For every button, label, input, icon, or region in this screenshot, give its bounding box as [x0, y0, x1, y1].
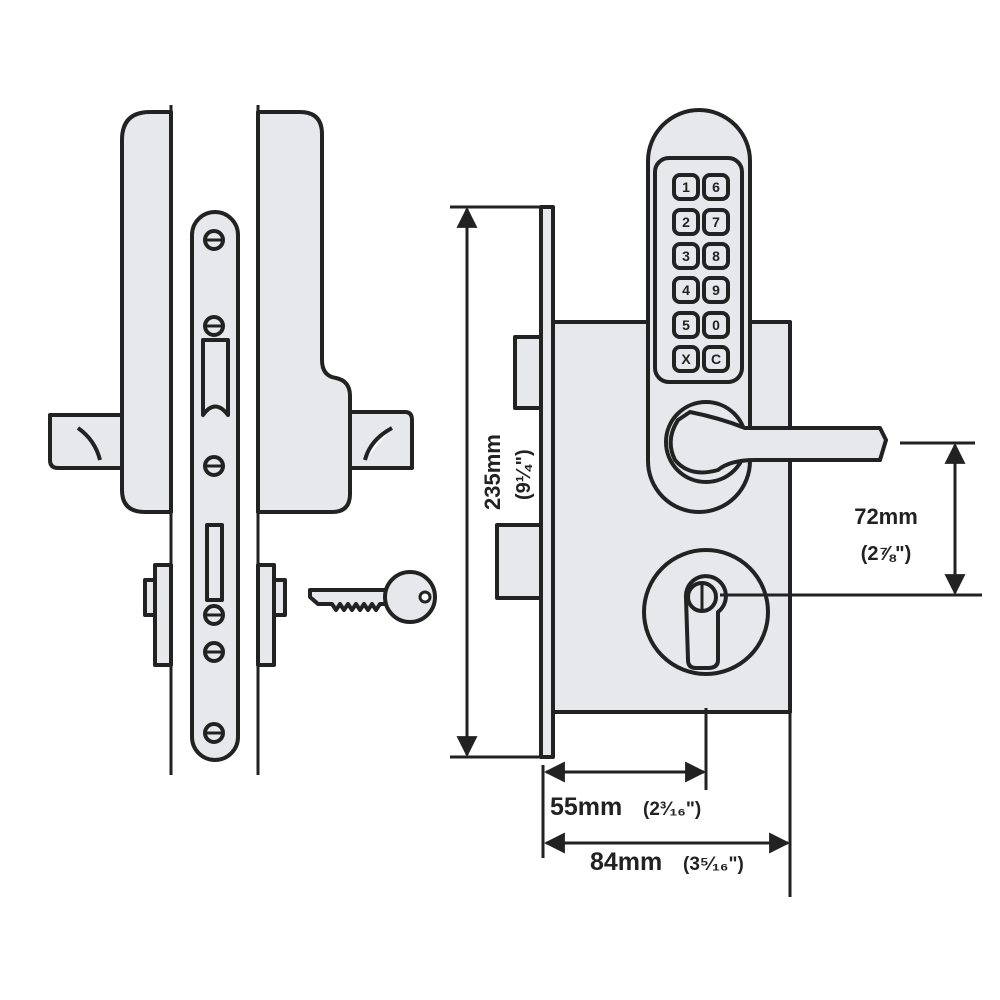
height-mm-label: 235mm — [480, 434, 505, 510]
screw-icon — [203, 722, 225, 744]
keypad-key: 0 — [702, 311, 730, 339]
backset-mm-label: 55mm — [550, 793, 622, 821]
lever-to-cylinder-mm-label: 72mm — [854, 504, 918, 529]
faceplate — [190, 210, 240, 762]
keypad-key-label: 4 — [682, 282, 690, 298]
keypad-key: 3 — [672, 242, 700, 270]
latch-bolt — [201, 338, 230, 417]
screw-icon — [203, 455, 225, 477]
keypad-key: 6 — [702, 173, 730, 201]
keypad-key: 1 — [672, 173, 700, 201]
keypad-key: 5 — [672, 311, 700, 339]
screw-icon — [203, 315, 225, 337]
keypad-key: C — [702, 345, 730, 373]
right-lever — [348, 410, 414, 470]
keypad-key-label: 3 — [682, 248, 690, 264]
keypad-key-label: 2 — [682, 214, 690, 230]
lever-to-cylinder-in-label: (2⅞") — [861, 543, 912, 565]
dimension-lines — [450, 205, 982, 897]
deadbolt — [495, 523, 545, 600]
keypad-key-label: 1 — [682, 179, 690, 195]
right-cylinder-part — [256, 563, 276, 667]
keypad-key: 7 — [702, 208, 730, 236]
lever-handle — [668, 410, 888, 475]
outer-keypad-body — [256, 110, 352, 514]
screw-icon — [203, 229, 225, 251]
left-cylinder-part — [153, 563, 173, 667]
height-in-label: (9¼") — [513, 449, 535, 500]
case-depth-in-label: (3⁵⁄₁₆") — [683, 854, 744, 875]
backset-in-label: (2³⁄₁₆") — [643, 799, 701, 820]
front-view: 1 6 2 7 3 8 4 9 5 0X C — [495, 108, 888, 759]
forend-plate — [539, 205, 555, 759]
keypad-key-label: X — [681, 351, 691, 367]
deadbolt-slot — [205, 523, 224, 602]
keypad-key: 2 — [672, 208, 700, 236]
screw-icon — [203, 641, 225, 663]
keypad-key: 9 — [702, 276, 730, 304]
key — [308, 570, 437, 624]
inner-handle-body — [120, 110, 173, 514]
left-lever — [48, 413, 124, 470]
keypad-key-label: 7 — [712, 214, 720, 230]
keypad-key-label: 8 — [712, 248, 720, 264]
latch-bolt — [513, 335, 545, 410]
keypad-key: 4 — [672, 276, 700, 304]
screw-icon — [203, 604, 225, 626]
keypad-key-label: 9 — [712, 282, 720, 298]
keypad-key-label: C — [711, 351, 721, 367]
keypad-key: X — [672, 345, 700, 373]
keypad-key: 8 — [702, 242, 730, 270]
dimension-labels: 235mm (9¼") 72mm (2⅞") 55mm (2³⁄₁₆") 84m… — [480, 434, 918, 876]
keypad-key-label: 6 — [712, 179, 720, 195]
keypad-key-label: 0 — [712, 317, 720, 333]
keypad-key-label: 5 — [682, 317, 690, 333]
case-depth-mm-label: 84mm — [590, 848, 662, 876]
side-view — [48, 105, 437, 775]
